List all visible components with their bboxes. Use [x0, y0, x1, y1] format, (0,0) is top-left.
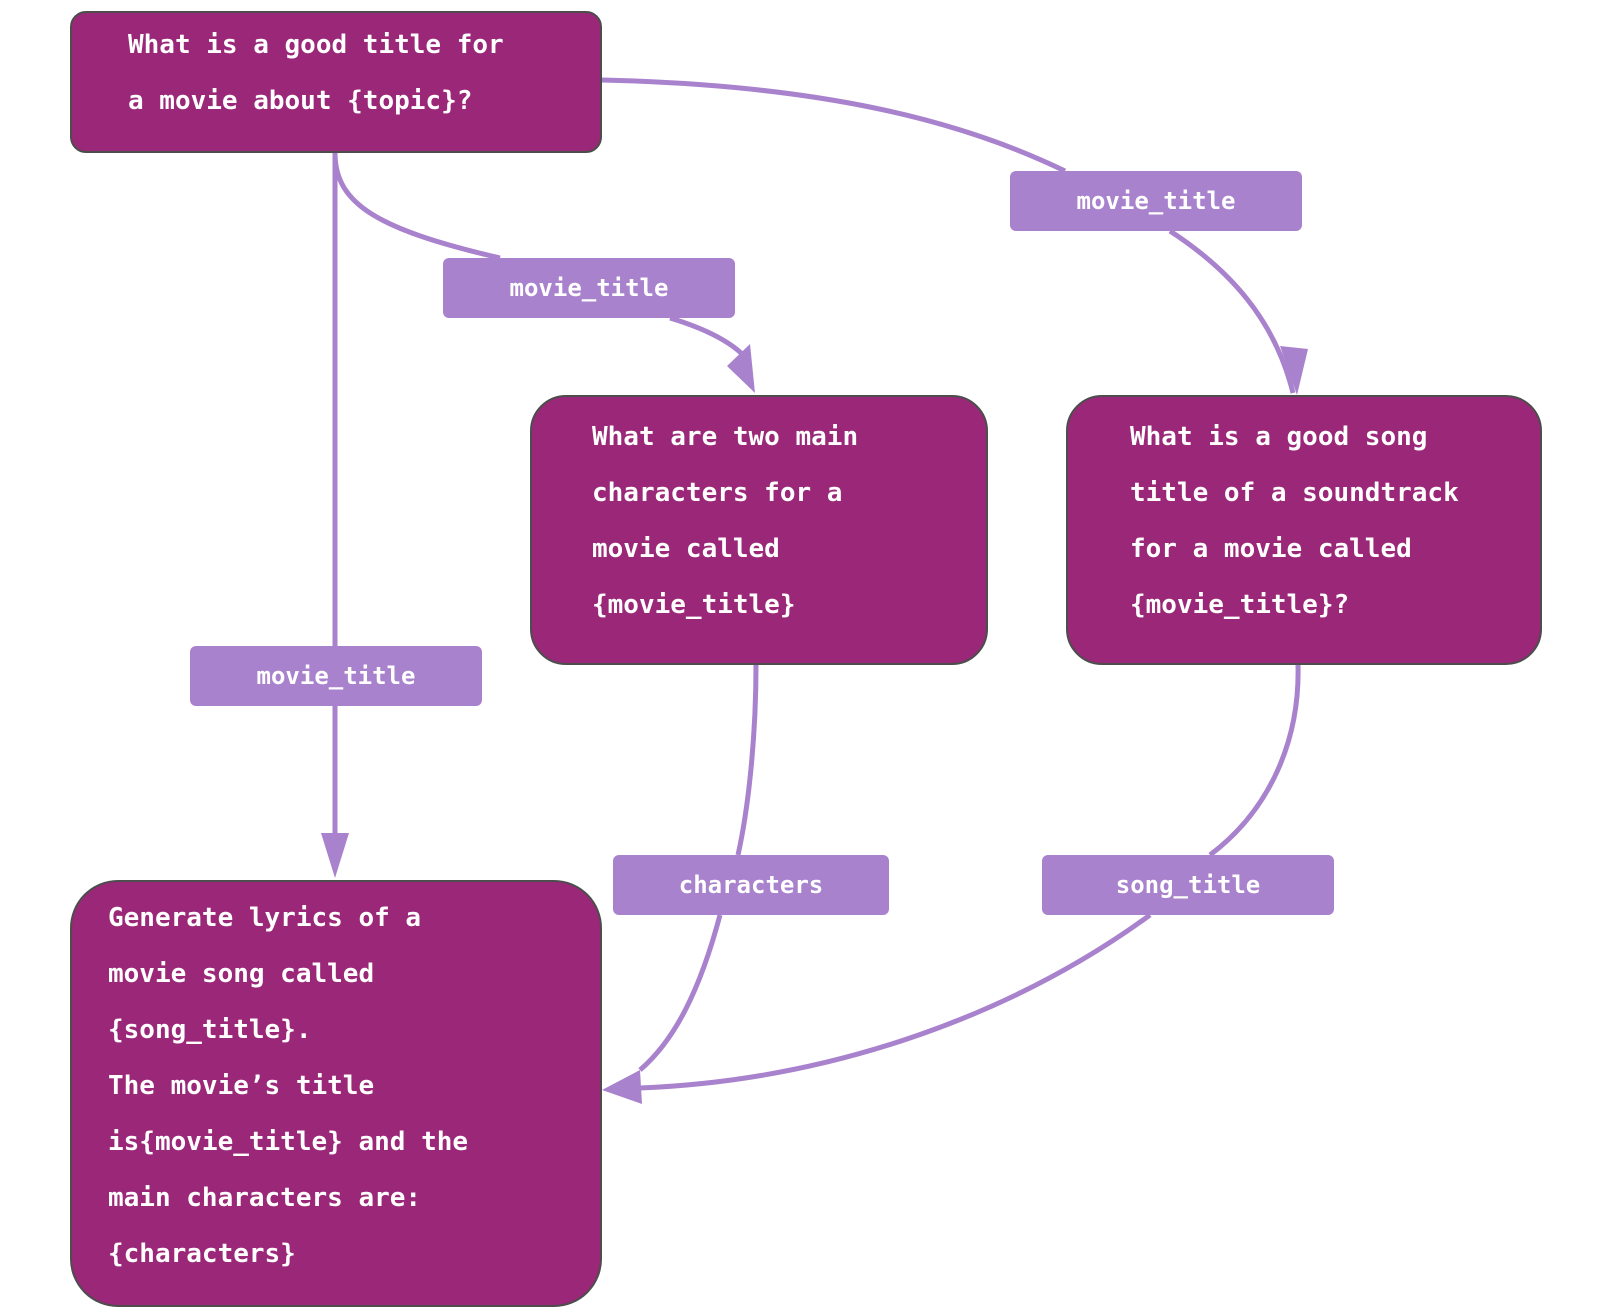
edge-movie-title-to-characters [332, 152, 750, 362]
edge-movie-title-to-song-title [601, 77, 1296, 394]
edge-label-movie-title-to-lyrics: movie_title [190, 646, 482, 706]
node-text-line: The movie’s title [108, 1071, 375, 1101]
node-text-line: Generate lyrics of a [108, 903, 422, 933]
node-text-line: is{movie_title} and the [108, 1127, 469, 1157]
node-text-line: movie song called [108, 959, 375, 989]
edge-arrowhead-characters-prompt [727, 344, 755, 393]
node-text-line: {movie_title}? [1130, 590, 1350, 620]
edge-label-movie-title-to-song-title: movie_title [1010, 171, 1302, 231]
node-text-line: for a movie called [1130, 534, 1412, 564]
node-text-line: movie called [592, 534, 780, 564]
edge-label-song-title-to-lyrics: song_title [1042, 855, 1334, 915]
node-text-line: title of a soundtrack [1130, 478, 1459, 508]
node-text-line: {movie_title} [592, 590, 796, 620]
edge-song-title-to-lyrics [639, 664, 1301, 1091]
node-text-line: {song_title}. [108, 1015, 312, 1045]
node-lyrics-prompt: Generate lyrics of a movie song called {… [70, 880, 602, 1307]
edge-arrowhead-song-title-prompt [1280, 346, 1308, 395]
node-characters-prompt: What are two main characters for a movie… [530, 395, 988, 665]
node-text-line: What is a good title for [128, 30, 504, 60]
edge-characters-to-lyrics [638, 664, 759, 1072]
node-text-line: What are two main [592, 422, 859, 452]
edge-arrowhead-lyrics-prompt-top [321, 833, 349, 878]
node-text-line: a movie about {topic}? [128, 86, 473, 116]
node-song-title-prompt: What is a good song title of a soundtrac… [1066, 395, 1542, 665]
node-text-line: What is a good song [1130, 422, 1428, 452]
node-text-line: {characters} [108, 1239, 296, 1269]
node-movie-title-prompt: What is a good title for a movie about {… [70, 11, 602, 153]
node-text-line: main characters are: [108, 1183, 422, 1213]
edge-label-movie-title-to-characters: movie_title [443, 258, 735, 318]
edge-arrowhead-lyrics-prompt-right [602, 1070, 642, 1104]
node-text-line: characters for a [592, 478, 843, 508]
edge-label-characters-to-lyrics: characters [613, 855, 889, 915]
